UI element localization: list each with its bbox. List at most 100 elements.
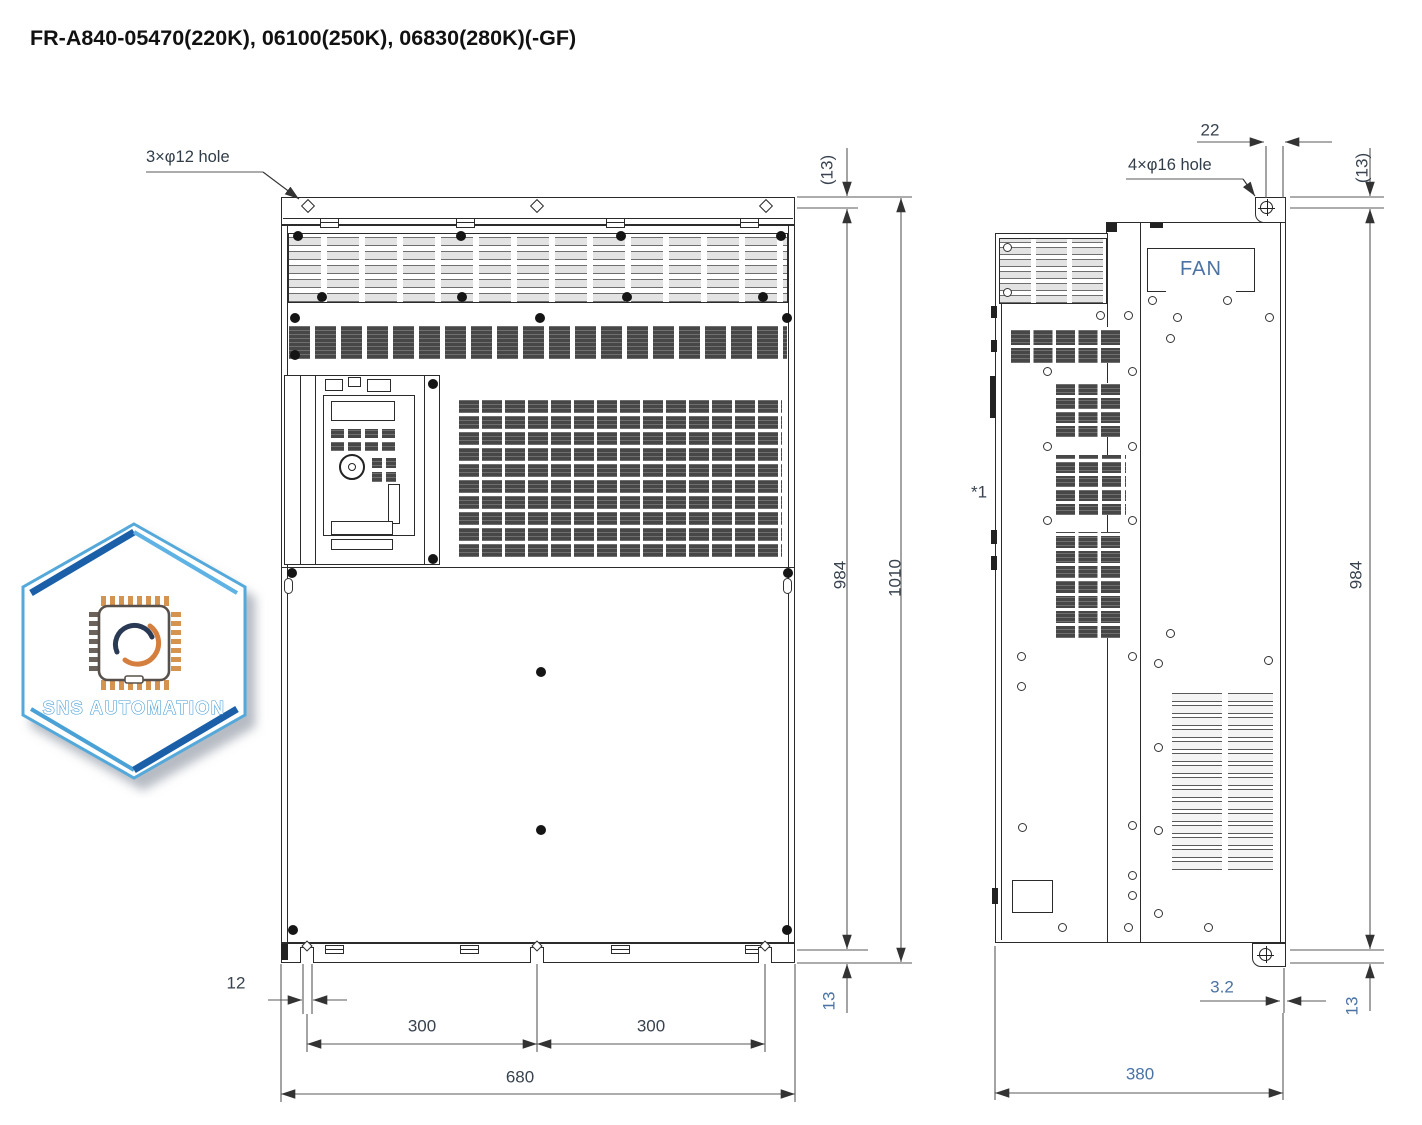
logo-accent-bottom-right xyxy=(132,705,239,774)
screw-hole-circle xyxy=(1153,908,1163,918)
screw-head-dot xyxy=(288,925,298,935)
screw-hole-circle xyxy=(1057,922,1067,932)
front-bottom-left-block xyxy=(281,944,288,960)
front-mid-divider xyxy=(281,567,795,569)
panel-line xyxy=(424,376,426,564)
page-title: FR-A840-05470(220K), 06100(250K), 06830(… xyxy=(30,26,577,50)
panel-band xyxy=(331,521,393,535)
panel-tab xyxy=(367,379,391,392)
panel-line xyxy=(300,376,302,564)
logo-accent-top-left xyxy=(29,528,136,597)
screw-hole-circle xyxy=(1264,312,1274,322)
keypad-dial-center xyxy=(348,463,356,471)
front-dim-width: 680 xyxy=(505,1067,535,1087)
front-vent-row xyxy=(289,326,787,359)
side-dim-bottom-offset: 13 xyxy=(1342,996,1362,1016)
bracket-clip xyxy=(740,218,759,228)
side-top-bracket-hole xyxy=(1258,199,1275,216)
fan-label: FAN xyxy=(1180,258,1222,280)
screw-hole-circle xyxy=(1165,628,1175,638)
screw-hole-circle xyxy=(1127,441,1137,451)
panel-band xyxy=(331,539,393,550)
screw-hole-circle xyxy=(1123,310,1133,320)
edge-tab xyxy=(991,306,997,318)
front-dim-hole-pitch-right: 300 xyxy=(636,1016,666,1036)
keyhole-mid-right xyxy=(783,578,792,594)
front-top-bracket-fold xyxy=(283,218,793,220)
screw-head-dot xyxy=(776,231,786,241)
screw-head-dot xyxy=(536,825,546,835)
side-seam xyxy=(1140,222,1142,943)
side-front-face-line xyxy=(1001,240,1003,940)
screw-hole-circle xyxy=(1222,295,1232,305)
side-dim-bracket-hole-offset: 22 xyxy=(1200,120,1220,140)
side-vent-group-1 xyxy=(1011,327,1123,363)
screw-hole-circle xyxy=(1042,515,1052,525)
keypad-display xyxy=(331,401,395,421)
keypad-buttons xyxy=(331,425,397,451)
logo-accent-bottom-left xyxy=(29,707,136,772)
bracket-clip xyxy=(320,218,339,228)
keypad-buttons xyxy=(372,454,400,482)
screw-head-dot xyxy=(428,554,438,564)
bracket-clip xyxy=(456,218,475,228)
logo-text: SNS AUTOMATION xyxy=(43,698,226,718)
screw-hole-circle xyxy=(1127,515,1137,525)
screw-head-dot xyxy=(456,231,466,241)
edge-tab xyxy=(990,376,996,418)
screw-head-dot xyxy=(536,667,546,677)
screw-head-dot xyxy=(535,313,545,323)
fan-box-right xyxy=(1253,248,1255,292)
screw-hole-circle xyxy=(1002,287,1012,297)
panel-tab xyxy=(325,379,343,391)
screw-hole-circle xyxy=(1127,890,1137,900)
bracket-clip xyxy=(611,945,630,954)
sns-automation-logo: SNS AUTOMATION xyxy=(21,522,247,780)
screw-hole-circle xyxy=(1016,651,1026,661)
screw-head-dot xyxy=(457,292,467,302)
screw-head-dot xyxy=(622,292,632,302)
side-access-plate xyxy=(1012,880,1053,913)
screw-head-dot xyxy=(428,379,438,389)
front-dim-bottom-offset: 13 xyxy=(819,991,839,1011)
screw-head-dot xyxy=(783,568,793,578)
screw-hole-circle xyxy=(1153,742,1163,752)
screw-hole-circle xyxy=(1042,441,1052,451)
front-dim-height: 984 xyxy=(830,560,850,590)
front-dim-top-offset: (13) xyxy=(817,154,837,186)
side-note-marker: *1 xyxy=(970,482,988,502)
side-bottom-bracket-hole xyxy=(1257,946,1274,963)
screw-head-dot xyxy=(290,313,300,323)
screw-hole-circle xyxy=(1127,870,1137,880)
side-dim-top-offset: (13) xyxy=(1352,152,1372,184)
screw-hole-circle xyxy=(1042,366,1052,376)
side-step-notch xyxy=(1106,223,1117,232)
keyhole-mid-left xyxy=(284,578,293,594)
screw-hole-circle xyxy=(1127,820,1137,830)
screw-head-dot xyxy=(287,568,297,578)
screw-hole-circle xyxy=(1203,922,1213,932)
edge-tab xyxy=(991,530,997,544)
side-top-grille xyxy=(999,238,1107,304)
side-hole-label: 4×φ16 hole xyxy=(1128,156,1212,174)
front-dim-overall-height: 1010 xyxy=(885,559,905,597)
screw-head-dot xyxy=(758,292,768,302)
screw-head-dot xyxy=(782,313,792,323)
keypad-dial xyxy=(339,454,365,480)
screw-hole-circle xyxy=(1016,681,1026,691)
screw-hole-circle xyxy=(1002,242,1012,252)
front-hole-label: 3×φ12 hole xyxy=(146,148,230,166)
screw-head-dot xyxy=(290,350,300,360)
panel-tab xyxy=(348,377,361,387)
side-vent-group-2 xyxy=(1056,383,1123,437)
fan-box-top xyxy=(1147,248,1255,250)
side-dim-depth: 380 xyxy=(1125,1064,1155,1084)
fan-box-left xyxy=(1147,248,1149,292)
screw-hole-circle xyxy=(1263,655,1273,665)
chip-icon xyxy=(89,596,181,690)
chip-swirl-dark xyxy=(112,622,155,655)
front-dim-hole-pitch-left: 300 xyxy=(407,1016,437,1036)
side-dim-height: 984 xyxy=(1346,560,1366,590)
keypad-slot xyxy=(388,484,400,524)
